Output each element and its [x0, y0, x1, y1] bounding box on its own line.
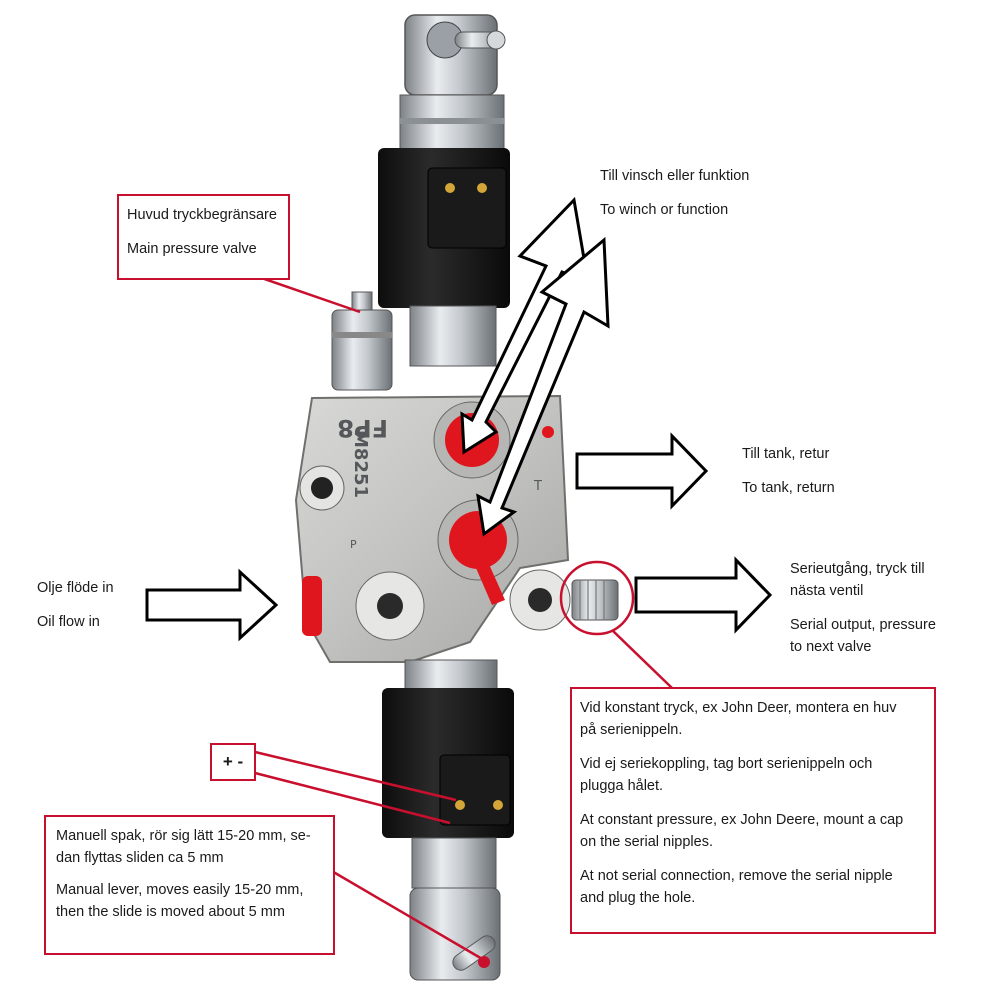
note-1b: på serienippeln. — [580, 722, 683, 738]
manual-lever-sv1: Manuell spak, rör sig lätt 15-20 mm, se- — [56, 828, 311, 844]
serial-output-en2: to next valve — [790, 639, 872, 655]
oil-flow-label-en: Oil flow in — [37, 614, 100, 630]
bottom-solenoid — [382, 659, 514, 889]
note-4b: and plug the hole. — [580, 890, 696, 906]
manual-lever-en2: then the slide is moved about 5 mm — [56, 904, 285, 920]
serial-notes-callout: Vid konstant tryck, ex John Deer, monter… — [570, 687, 936, 934]
valve-body: M8251 FP8 P T — [294, 394, 619, 663]
serial-output-en1: Serial output, pressure — [790, 617, 936, 633]
serial-output-label: Serieutgång, tryck till nästa ventil Ser… — [790, 558, 936, 658]
body-marking-port-t: T — [533, 479, 542, 494]
oil-flow-label-sv: Olje flöde in — [37, 580, 114, 596]
tank-label-sv: Till tank, retur — [742, 446, 830, 462]
body-marking-model: M8251 — [350, 430, 371, 498]
top-end-cap — [399, 14, 506, 151]
manual-lever-sv2: dan flyttas sliden ca 5 mm — [56, 850, 224, 866]
top-solenoid — [378, 148, 510, 367]
tank-label: Till tank, retur To tank, return — [742, 443, 835, 499]
main-pressure-valve-callout: Huvud tryckbegränsare Main pressure valv… — [117, 194, 290, 280]
manual-lever-callout: Manuell spak, rör sig lätt 15-20 mm, se-… — [44, 815, 335, 955]
winch-arrows — [460, 196, 610, 537]
polarity-label: + - — [222, 752, 244, 771]
tank-arrow — [575, 432, 709, 510]
winch-label: Till vinsch eller funktion To winch or f… — [600, 165, 749, 221]
tank-label-en: To tank, return — [742, 480, 835, 496]
main-pressure-label-en: Main pressure valve — [127, 241, 257, 257]
body-marking-port-p: P — [350, 538, 357, 551]
note-1a: Vid konstant tryck, ex John Deer, monter… — [580, 700, 897, 716]
serial-output-arrow — [634, 556, 773, 634]
note-3b: on the serial nipples. — [580, 834, 713, 850]
serial-output-sv2: nästa ventil — [790, 583, 864, 599]
note-4a: At not serial connection, remove the ser… — [580, 868, 893, 884]
serial-output-sv1: Serieutgång, tryck till — [790, 561, 925, 577]
manual-lever-en1: Manual lever, moves easily 15-20 mm, — [56, 882, 304, 898]
oil-in-arrow — [145, 568, 279, 642]
winch-label-en: To winch or function — [600, 202, 729, 218]
note-2a: Vid ej seriekoppling, tag bort serienipp… — [580, 756, 873, 772]
bottom-end-cap — [409, 887, 501, 981]
relief-valve — [331, 291, 393, 391]
body-marking-brand: FP8 — [337, 414, 388, 442]
oil-flow-label: Olje flöde in Oil flow in — [37, 577, 114, 633]
note-3a: At constant pressure, ex John Deere, mou… — [580, 812, 904, 828]
polarity-callout: + - — [210, 743, 256, 781]
note-2b: plugga hålet. — [580, 778, 664, 794]
main-pressure-label-sv: Huvud tryckbegränsare — [127, 207, 277, 223]
callout-lines — [249, 272, 673, 962]
winch-label-sv: Till vinsch eller funktion — [600, 168, 750, 184]
